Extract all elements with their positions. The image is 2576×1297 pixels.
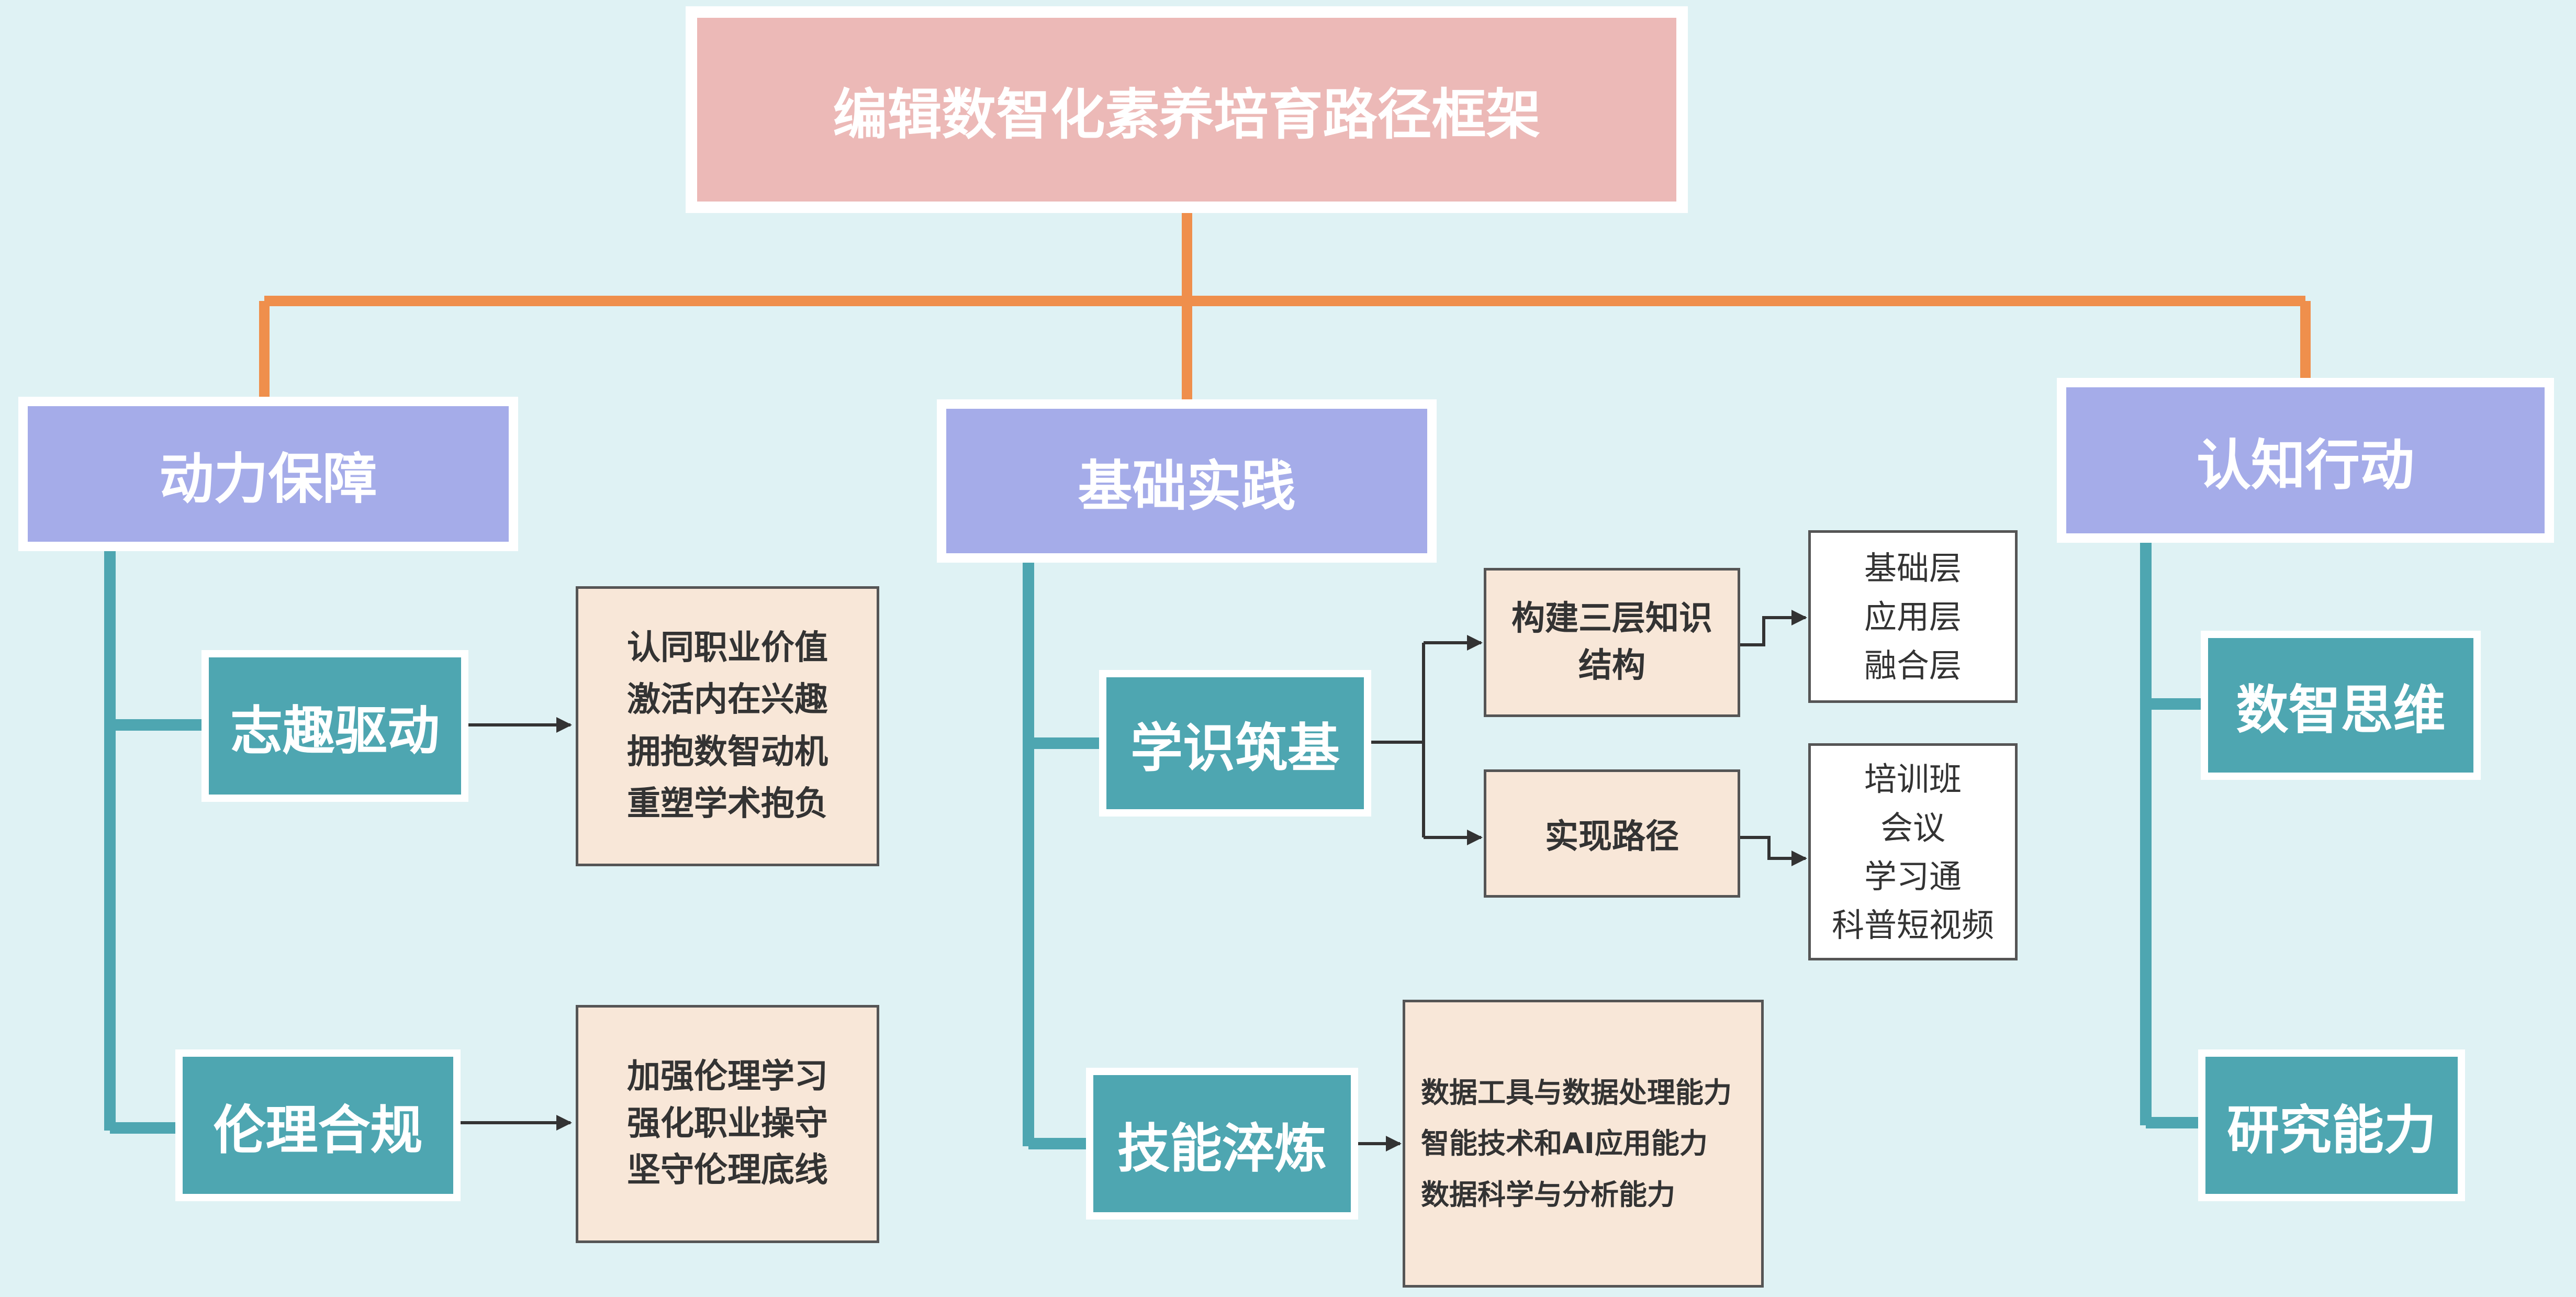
detail-line: 加强伦理学习 [627, 1057, 828, 1097]
implementation-path-box: 实现路径 [1484, 769, 1740, 898]
sub-research-ability: 研究能力 [2198, 1049, 2465, 1201]
sub-interest-drive: 志趣驱动 [201, 650, 468, 802]
detail-line: 结构 [1578, 646, 1645, 685]
detail-ethics-compliance: 加强伦理学习 强化职业操守 坚守伦理底线 [576, 1005, 879, 1243]
detail-line: 重塑学术抱负 [627, 784, 828, 823]
detail-line: 激活内在兴趣 [627, 680, 828, 720]
sub-digital-thinking: 数智思维 [2201, 631, 2481, 780]
detail-line: 智能技术和AI应用能力 [1421, 1127, 1708, 1160]
detail-line: 认同职业价值 [627, 629, 828, 668]
detail-line: 坚守伦理底线 [627, 1151, 828, 1190]
detail-line: 构建三层知识 [1511, 599, 1712, 638]
leaf-line: 基础层 [1864, 549, 1962, 587]
leaf-line: 融合层 [1864, 646, 1962, 685]
arrow-path-leaves [1738, 836, 1807, 866]
detail-line: 数据工具与数据处理能力 [1421, 1076, 1732, 1110]
category-motivation: 动力保障 [18, 397, 518, 551]
arrow-structure-leaves [1738, 610, 1807, 646]
implementation-channels-box: 培训班 会议 学习通 科普短视频 [1808, 743, 2018, 960]
leaf-line: 学习通 [1864, 857, 1962, 896]
arrow-connectors [460, 610, 1807, 1151]
detail-line: 强化职业操守 [627, 1104, 828, 1143]
category-cognition: 认知行动 [2057, 378, 2554, 543]
title-connectors [259, 212, 2311, 400]
knowledge-structure-box: 构建三层知识 结构 [1484, 568, 1740, 717]
leaf-line: 培训班 [1864, 759, 1962, 798]
knowledge-layers-box: 基础层 应用层 融合层 [1808, 530, 2018, 703]
leaf-line: 应用层 [1864, 597, 1962, 636]
detail-interest-drive: 认同职业价值 激活内在兴趣 拥抱数智动机 重塑学术抱负 [576, 586, 879, 866]
sub-skill-refinement: 技能淬炼 [1086, 1068, 1358, 1220]
detail-line: 拥抱数智动机 [627, 732, 828, 772]
teal-connectors [104, 542, 2206, 1149]
sub-ethics-compliance: 伦理合规 [175, 1049, 461, 1201]
detail-skill-refinement: 数据工具与数据处理能力 智能技术和AI应用能力 数据科学与分析能力 [1403, 1000, 1764, 1288]
leaf-line: 科普短视频 [1831, 905, 1994, 944]
leaf-line: 会议 [1880, 808, 1945, 847]
detail-line: 数据科学与分析能力 [1421, 1178, 1675, 1211]
sub-knowledge-foundation: 学识筑基 [1099, 670, 1371, 817]
diagram-title: 编辑数智化素养培育路径框架 [686, 6, 1688, 213]
category-practice: 基础实践 [937, 399, 1437, 563]
